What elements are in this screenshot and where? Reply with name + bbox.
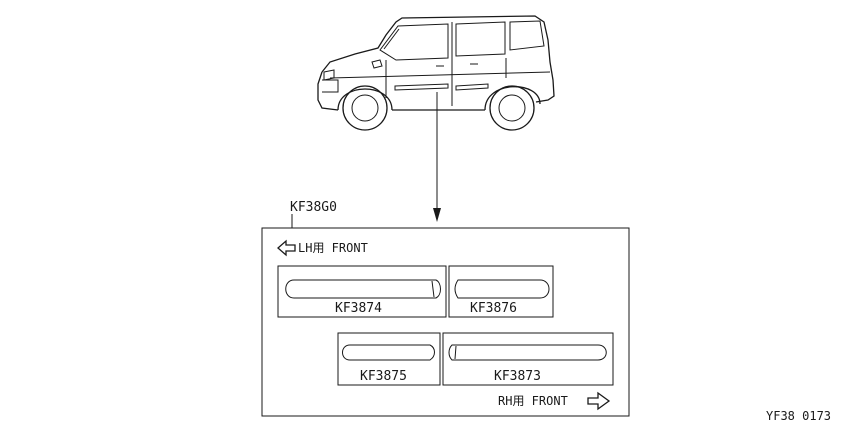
part-label: KF3875: [360, 369, 407, 384]
part-kf3873: KF3873: [442, 332, 614, 386]
figure-code: YF38 0173: [766, 409, 831, 423]
assembly-code: KF38G0: [290, 200, 337, 215]
part-kf3876: KF3876: [448, 265, 554, 318]
part-kf3874: KF3874: [277, 265, 447, 318]
leader-arrow: [433, 92, 441, 222]
hollow-right-arrow-icon: [587, 391, 611, 411]
rh-front-label: RH用 FRONT: [498, 394, 568, 408]
lh-front-label: LH用 FRONT: [298, 241, 368, 255]
part-label: KF3874: [335, 301, 382, 316]
part-label: KF3876: [470, 301, 517, 316]
van-side-view-icon: [317, 15, 555, 131]
hollow-left-arrow-icon: [277, 239, 296, 257]
parts-frame: [261, 227, 630, 417]
part-kf3875: KF3875: [337, 332, 441, 386]
part-label: KF3873: [494, 369, 541, 384]
